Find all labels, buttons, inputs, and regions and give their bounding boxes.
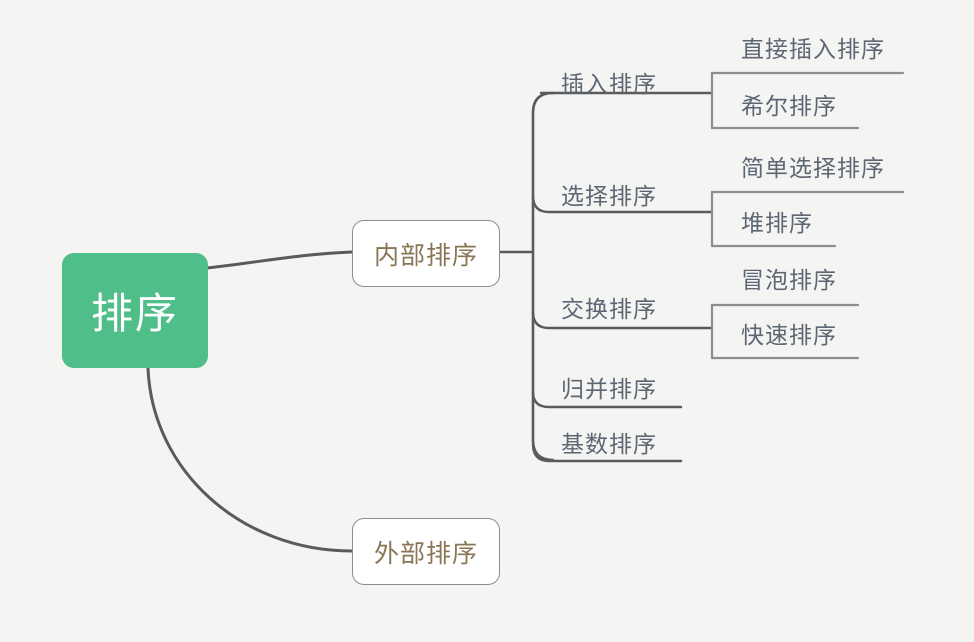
leaf-simple-selection-sort[interactable]: 简单选择排序 [741,156,885,182]
branch-node-internal-label: 内部排序 [373,240,478,270]
leaf-exchange-sort[interactable]: 交换排序 [561,297,657,323]
branch-node-internal-sorting[interactable]: 内部排序 [352,220,500,287]
spine-internal-children [531,91,555,462]
edge-root-to-external [146,366,354,553]
branch-node-external-label: 外部排序 [373,538,478,568]
leaf-heap-sort[interactable]: 堆排序 [741,211,813,237]
branch-node-external-sorting[interactable]: 外部排序 [352,518,500,585]
leaf-quick-sort[interactable]: 快速排序 [741,323,837,349]
root-node-sorting[interactable]: 排序 [62,253,208,368]
leaf-shell-sort[interactable]: 希尔排序 [741,94,837,120]
leaf-insertion-sort[interactable]: 插入排序 [561,72,657,98]
edge-root-to-internal [205,250,354,270]
leaf-radix-sort[interactable]: 基数排序 [561,432,657,458]
root-node-label: 排序 [90,289,179,338]
leaf-selection-sort[interactable]: 选择排序 [561,184,657,210]
leaf-direct-insertion-sort[interactable]: 直接插入排序 [741,37,885,63]
leaf-merge-sort[interactable]: 归并排序 [561,377,657,403]
leaf-bubble-sort[interactable]: 冒泡排序 [741,268,837,294]
